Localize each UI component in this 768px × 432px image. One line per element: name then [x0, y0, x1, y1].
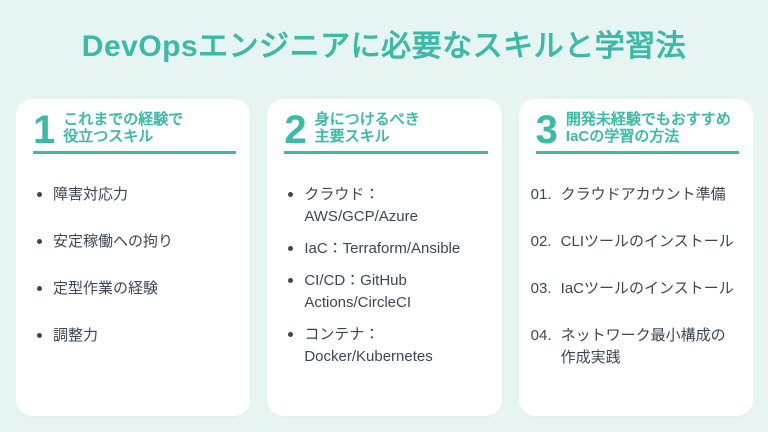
list-item: コンテナ： Docker/Kubernetes — [284, 324, 487, 368]
card-header: 3 開発未経験でもおすすめ IaCの学習の方法 — [535, 108, 739, 154]
step-text: CLIツールのインストール — [560, 233, 734, 250]
card-title: 開発未経験でもおすすめ IaCの学習の方法 — [565, 111, 731, 145]
list-item-text: コンテナ： Docker/Kubernetes — [304, 326, 433, 365]
iac-learning-step-list: 01. クラウドアカウント準備 02. CLIツールのインストール 03. IaCツー… — [531, 184, 739, 369]
list-item-text: IaC：Terraform/Ansible — [304, 240, 461, 257]
bullet-dot-icon — [37, 239, 42, 244]
bullet-dot-icon — [288, 332, 294, 337]
list-item: 安定稼働への拘り — [33, 231, 236, 253]
card-experience-skills: 1 これまでの経験で 役立つスキル 障害対応力 安定稼働への拘り 定型作業の経験… — [16, 99, 251, 416]
list-item-text: クラウド： AWS/GCP/Azure — [304, 186, 418, 225]
card-number: 2 — [284, 108, 307, 153]
list-item-text: 障害対応力 — [53, 186, 129, 203]
step-number: 02. — [530, 233, 552, 250]
list-item: 調整力 — [33, 325, 236, 347]
step-number: 04. — [530, 327, 552, 344]
step-number: 01. — [530, 186, 552, 203]
list-item: 03. IaCツールのインストール — [531, 278, 739, 300]
cards-container: 1 これまでの経験で 役立つスキル 障害対応力 安定稼働への拘り 定型作業の経験… — [16, 99, 753, 416]
bullet-dot-icon — [37, 286, 42, 291]
list-item: 01. クラウドアカウント準備 — [531, 184, 739, 206]
experience-skill-list: 障害対応力 安定稼働への拘り 定型作業の経験 調整力 — [33, 184, 236, 347]
list-item: CI/CD：GitHub Actions/CircleCI — [284, 270, 487, 314]
list-item: 定型作業の経験 — [33, 278, 236, 300]
step-text: ネットワーク最小構成の 作成実践 — [560, 327, 726, 366]
card-header: 1 これまでの経験で 役立つスキル — [33, 108, 237, 154]
step-text: IaCツールのインストール — [560, 280, 734, 297]
list-item: クラウド： AWS/GCP/Azure — [284, 184, 487, 228]
bullet-dot-icon — [288, 278, 294, 283]
list-item-text: CI/CD：GitHub Actions/CircleCI — [304, 272, 412, 311]
list-item-text: 定型作業の経験 — [53, 280, 159, 297]
list-item: 02. CLIツールのインストール — [531, 231, 739, 253]
list-item-text: 安定稼働への拘り — [53, 233, 174, 250]
bullet-dot-icon — [37, 333, 42, 338]
bullet-dot-icon — [288, 192, 294, 197]
list-item: 04. ネットワーク最小構成の 作成実践 — [531, 325, 739, 369]
card-title: これまでの経験で 役立つスキル — [63, 111, 184, 145]
card-iac-learning-steps: 3 開発未経験でもおすすめ IaCの学習の方法 01. クラウドアカウント準備 0… — [518, 99, 753, 416]
step-number: 03. — [530, 280, 552, 297]
page-title: DevOpsエンジニアに必要なスキルと学習法 — [81, 30, 687, 63]
list-item: 障害対応力 — [33, 184, 236, 206]
card-title: 身につけるべき 主要スキル — [314, 111, 420, 145]
bullet-dot-icon — [37, 192, 42, 197]
list-item: IaC：Terraform/Ansible — [284, 238, 487, 260]
card-number: 1 — [33, 108, 56, 153]
card-required-skills: 2 身につけるべき 主要スキル クラウド： AWS/GCP/Azure IaC：… — [267, 99, 502, 416]
required-skill-list: クラウド： AWS/GCP/Azure IaC：Terraform/Ansibl… — [284, 184, 487, 368]
card-number: 3 — [535, 108, 558, 153]
card-header: 2 身につけるべき 主要スキル — [284, 108, 488, 154]
step-text: クラウドアカウント準備 — [560, 186, 726, 203]
bullet-dot-icon — [288, 246, 294, 251]
list-item-text: 調整力 — [53, 327, 99, 344]
